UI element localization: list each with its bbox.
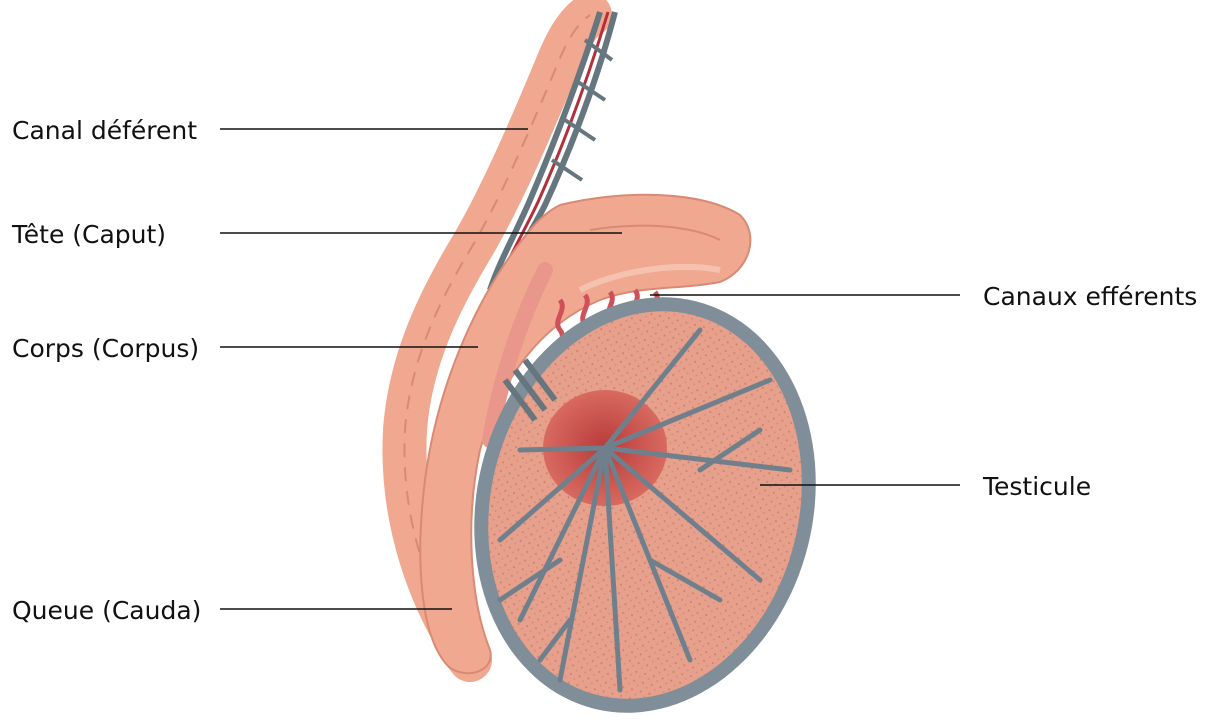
label-queue: Queue (Cauda): [12, 596, 201, 626]
label-canal-deferent: Canal déférent: [12, 116, 197, 146]
label-tete: Tête (Caput): [12, 220, 166, 250]
label-canaux-efferents: Canaux efférents: [983, 282, 1197, 312]
label-testicule: Testicule: [983, 472, 1091, 502]
label-corps: Corps (Corpus): [12, 334, 199, 364]
